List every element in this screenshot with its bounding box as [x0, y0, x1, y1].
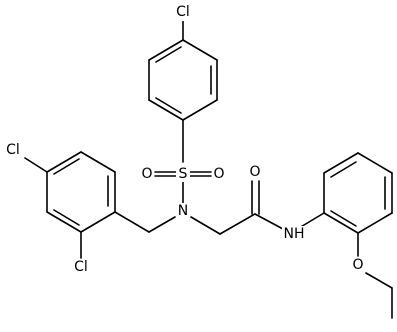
bond-carbonyl-amide-n	[254, 213, 284, 230]
svg-text:N: N	[178, 203, 188, 219]
svg-text:Cl: Cl	[74, 259, 88, 275]
bond-ch2-carbonyl	[219, 213, 256, 235]
atom-label-cl-left: Cl	[2, 142, 24, 159]
bond-nitrogen-benzyl-ch2	[148, 216, 176, 233]
atom-label-oxygen-carbonyl: O	[248, 164, 262, 180]
svg-text:Cl: Cl	[176, 4, 190, 20]
svg-text:Cl: Cl	[6, 142, 20, 158]
svg-text:O: O	[213, 166, 224, 182]
atom-label-oxygen-sulfonyl-right: O	[212, 166, 226, 182]
atom-label-oxygen-sulfonyl-left: O	[140, 166, 154, 182]
svg-text:O: O	[141, 166, 152, 182]
atom-label-oxygen-ether: O	[351, 257, 365, 273]
dichlorophenyl-ring	[46, 151, 116, 233]
atom-label-nitrogen-amide: NH	[282, 226, 306, 242]
sulfonyl-group	[154, 171, 212, 177]
atom-label-sulfur: S	[176, 166, 190, 182]
bond-nitrogen-acetyl-ch2	[190, 216, 221, 235]
svg-text:S: S	[179, 166, 188, 182]
svg-text:O: O	[352, 257, 363, 273]
ethoxyphenyl-ring	[323, 152, 393, 234]
svg-text:O: O	[249, 164, 260, 180]
bond-ring-cl-left	[24, 157, 48, 173]
atom-label-cl-top: Cl	[172, 4, 194, 21]
chlorophenyl-top-ring	[148, 39, 218, 121]
bond-amide-n-ring	[298, 212, 325, 229]
bond-ch2-ring	[114, 211, 150, 233]
atom-label-nitrogen-sulfonamide: N	[176, 203, 190, 219]
bond-ether-o-ch2	[365, 272, 393, 289]
carbonyl-double-bond	[251, 180, 260, 215]
svg-text:NH: NH	[284, 226, 305, 242]
atom-label-cl-bottom: Cl	[70, 259, 92, 276]
